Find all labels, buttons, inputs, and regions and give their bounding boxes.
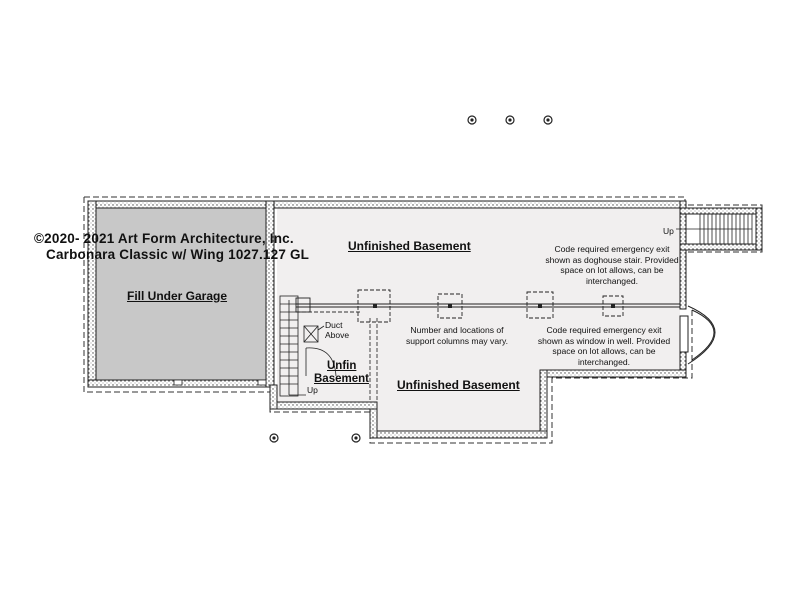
exterior-markers xyxy=(269,115,553,443)
doghouse-note-line-3: space on lot allows, can be xyxy=(560,265,664,275)
garage-marker-right xyxy=(257,379,267,386)
garage-fill-area xyxy=(96,208,266,380)
duct-symbol xyxy=(303,325,325,343)
stair-column-box xyxy=(295,297,311,313)
stair-up-label: Up xyxy=(307,385,318,395)
window-note-line-1: Code required emergency exit xyxy=(546,325,662,335)
window-note-line-2: shown as window in well. Provided xyxy=(537,335,671,346)
unfinished-basement-upper-label: Unfinished Basement xyxy=(348,239,471,253)
copyright-line-1: ©2020- 2021 Art Form Architecture, Inc. xyxy=(34,231,294,246)
unfinished-basement-lower-label: Unfinished Basement xyxy=(397,378,520,392)
columns-note-line-1: Number and locations of xyxy=(410,325,504,335)
doghouse-note-line-4: interchanged. xyxy=(585,275,639,286)
door-swing xyxy=(305,347,337,377)
copyright-line-2: Carbonara Classic w/ Wing 1027.127 GL xyxy=(46,247,310,262)
garage-marker-left xyxy=(173,379,183,386)
unfin-basement-label-line-1: Unfin xyxy=(327,360,357,372)
window-well xyxy=(679,305,716,365)
window-note-line-4: interchanged. xyxy=(577,356,631,367)
doghouse-exit-note: Code required emergency exit shown as do… xyxy=(532,244,692,286)
doghouse-note-line-1: Code required emergency exit xyxy=(554,244,670,254)
window-well-exit-note: Code required emergency exit shown as wi… xyxy=(524,325,684,367)
basement-stair xyxy=(279,295,306,397)
duct-label-line-1: Duct xyxy=(325,320,343,330)
doghouse-up-label: Up xyxy=(663,226,674,236)
support-columns-note: Number and locations of support columns … xyxy=(397,325,517,346)
foundation-walls xyxy=(87,200,763,439)
columns-note-line-2: support columns may vary. xyxy=(405,335,509,346)
beam-line xyxy=(296,303,680,308)
doghouse-note-line-2: shown as doghouse stair. Provided xyxy=(545,254,679,265)
column-centers xyxy=(373,304,615,308)
garage-fill-label: Fill Under Garage xyxy=(127,289,228,303)
unfin-basement-label-line-2: Basement xyxy=(314,373,369,385)
dashed-duct-lines xyxy=(296,311,378,402)
basement-floor xyxy=(277,208,680,432)
window-note-line-3: space on lot allows, can be xyxy=(552,346,656,356)
support-columns xyxy=(357,289,624,323)
duct-label-line-2: Above xyxy=(325,330,350,340)
